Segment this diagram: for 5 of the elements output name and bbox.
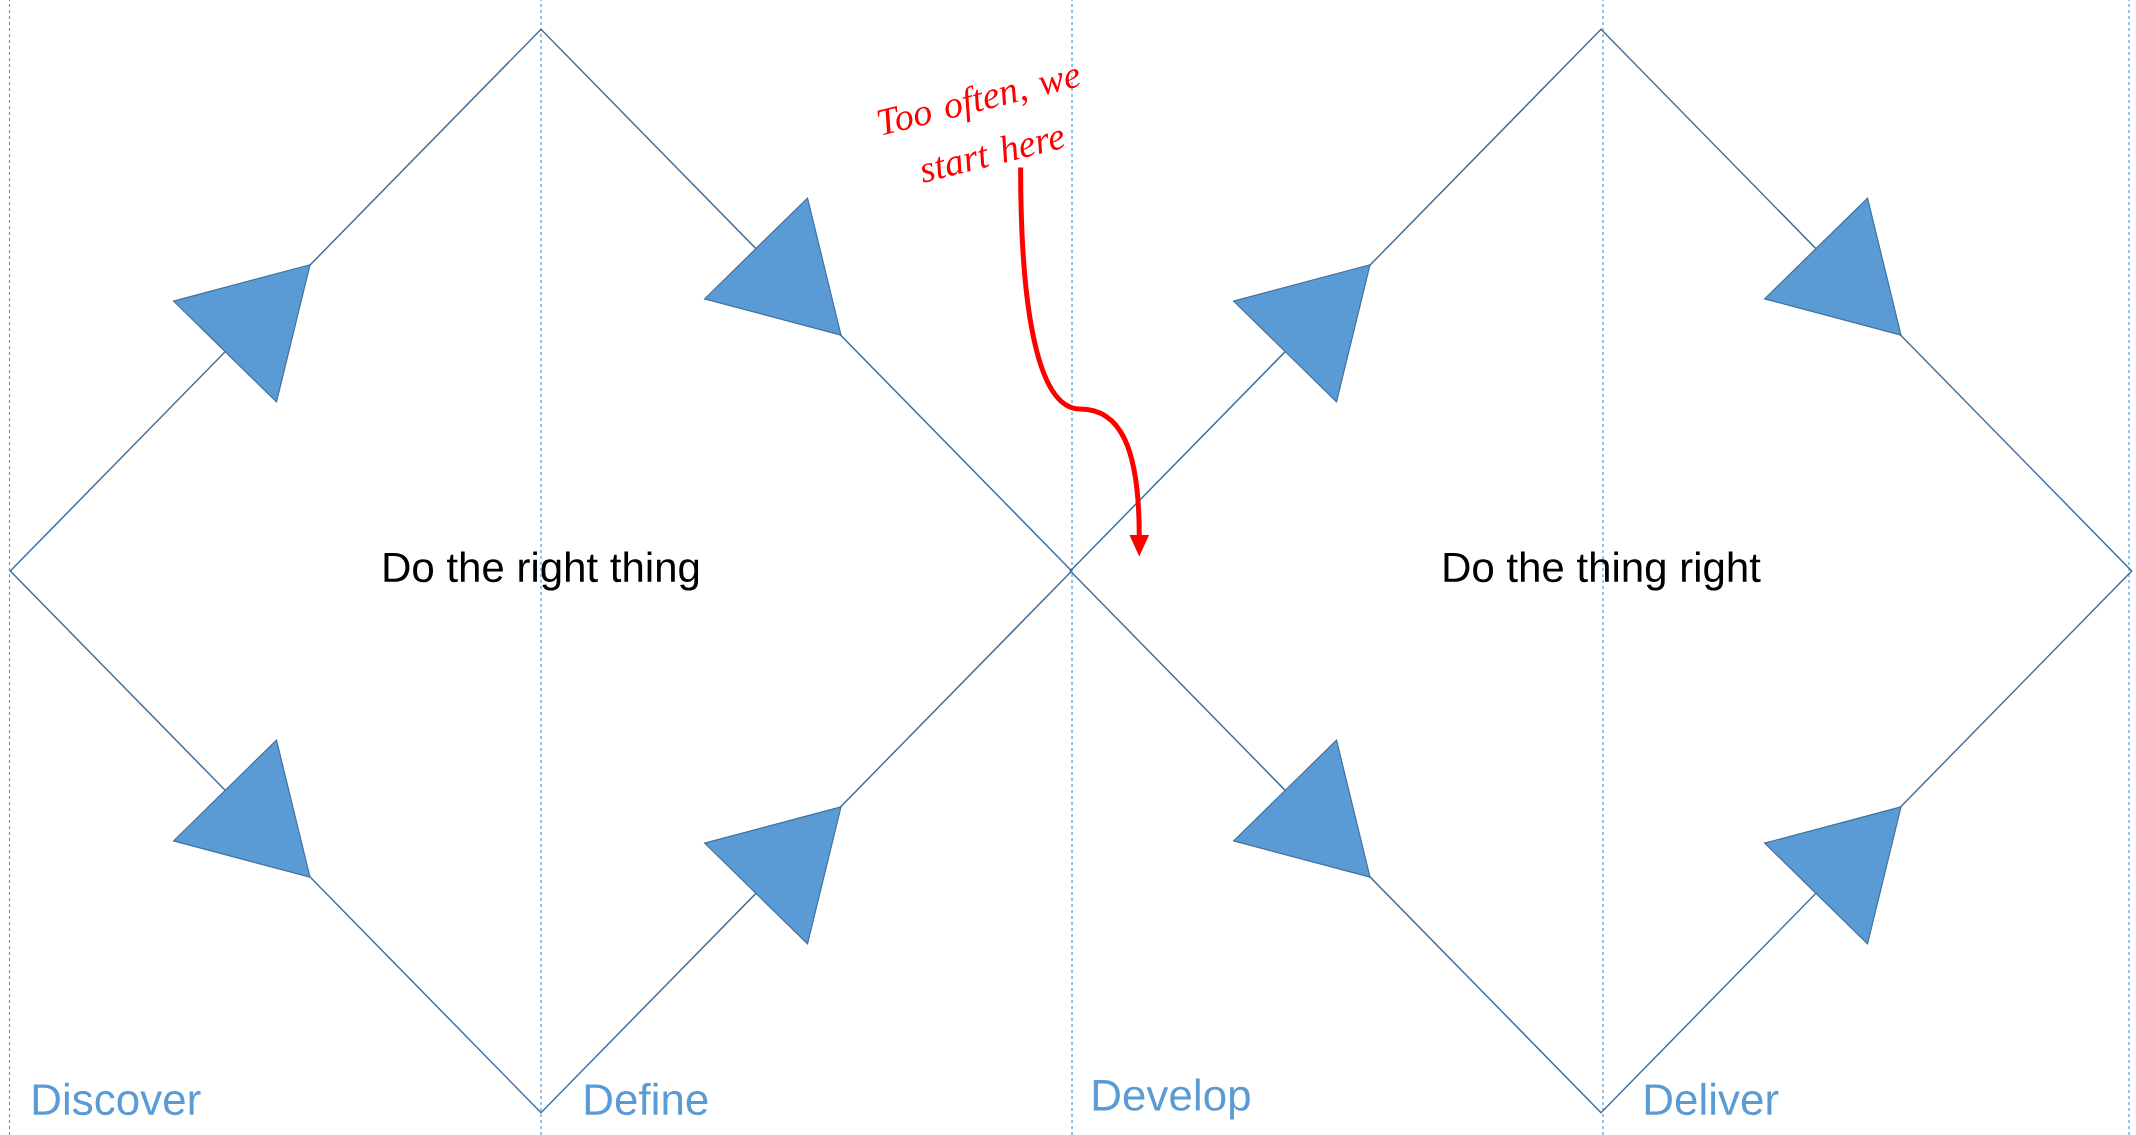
phase-label: Develop <box>1093 1078 1250 1120</box>
handwritten-note: Too often, we start here <box>877 69 1080 183</box>
phase-label: Discover <box>33 1082 201 1116</box>
phase-label: Deliver <box>1645 1082 1779 1116</box>
phase-label: Define <box>585 1082 708 1116</box>
